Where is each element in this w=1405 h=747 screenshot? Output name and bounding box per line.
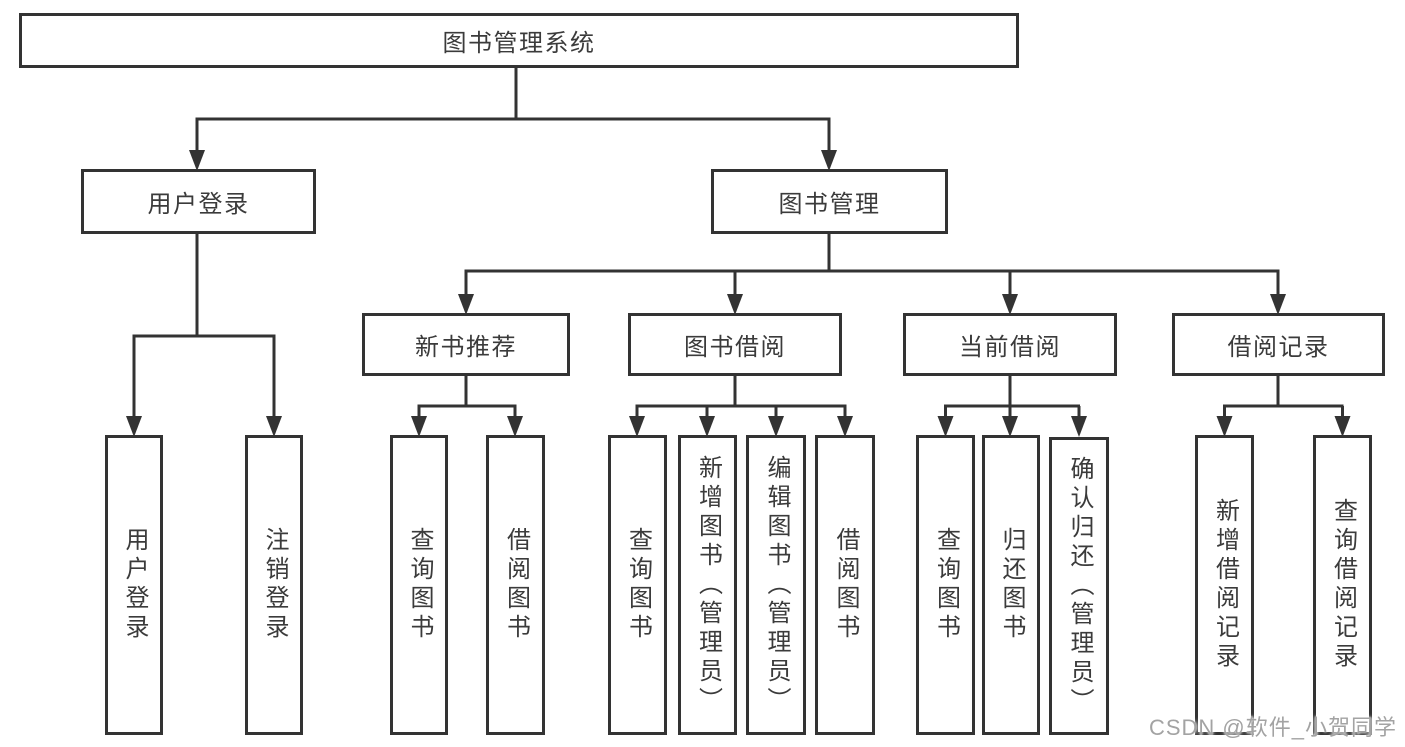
node-book-management: 图书管理: [711, 169, 948, 234]
node-new-book-recommendation: 新书推荐: [362, 313, 570, 376]
node-label: 查询借阅记录: [1329, 498, 1357, 672]
node-current-borrowing: 当前借阅: [903, 313, 1117, 376]
node-label: 用户登录: [147, 191, 250, 218]
leaf-query-books-1: 查询图书: [390, 435, 448, 735]
node-label: 图书借阅: [684, 334, 786, 361]
node-borrowing-records: 借阅记录: [1172, 313, 1385, 376]
leaf-add-book-admin: 新增图书（管理员）: [678, 435, 737, 735]
node-user-login: 用户登录: [81, 169, 316, 234]
node-label: 借阅图书: [502, 527, 530, 643]
node-label: 借阅记录: [1227, 334, 1330, 361]
leaf-borrow-books-1: 借阅图书: [486, 435, 545, 735]
node-label: 归还图书: [998, 527, 1025, 643]
node-label: 新增图书（管理员）: [694, 454, 722, 716]
node-root-library-management-system: 图书管理系统: [19, 13, 1019, 68]
node-label: 图书管理系统: [442, 30, 596, 57]
node-label: 图书管理: [778, 191, 881, 218]
node-label: 借阅图书: [832, 527, 859, 643]
node-label: 查询图书: [406, 527, 433, 643]
node-label: 注销登录: [261, 527, 288, 643]
leaf-user-login: 用户登录: [105, 435, 163, 735]
leaf-edit-book-admin: 编辑图书（管理员）: [746, 435, 806, 735]
node-label: 查询图书: [932, 527, 960, 643]
leaf-query-books-2: 查询图书: [608, 435, 667, 735]
leaf-confirm-return-admin: 确认归还（管理员）: [1049, 437, 1109, 735]
leaf-logout: 注销登录: [245, 435, 303, 735]
node-label: 确认归还（管理员）: [1066, 455, 1093, 717]
node-label: 新书推荐: [415, 334, 517, 361]
node-label: 当前借阅: [959, 334, 1061, 361]
node-label: 查询图书: [624, 527, 652, 643]
node-label: 编辑图书（管理员）: [763, 454, 790, 716]
node-book-borrowing: 图书借阅: [628, 313, 842, 376]
leaf-add-borrow-record: 新增借阅记录: [1195, 435, 1254, 735]
leaf-return-book: 归还图书: [982, 435, 1040, 735]
node-label: 用户登录: [121, 527, 148, 643]
leaf-query-books-3: 查询图书: [916, 435, 975, 735]
node-label: 新增借阅记录: [1211, 498, 1239, 672]
csdn-watermark: CSDN @软件_小贺同学: [1148, 715, 1397, 740]
leaf-borrow-books-2: 借阅图书: [815, 435, 875, 735]
arrowheads: [126, 150, 1351, 437]
leaf-query-borrow-record: 查询借阅记录: [1313, 435, 1372, 735]
